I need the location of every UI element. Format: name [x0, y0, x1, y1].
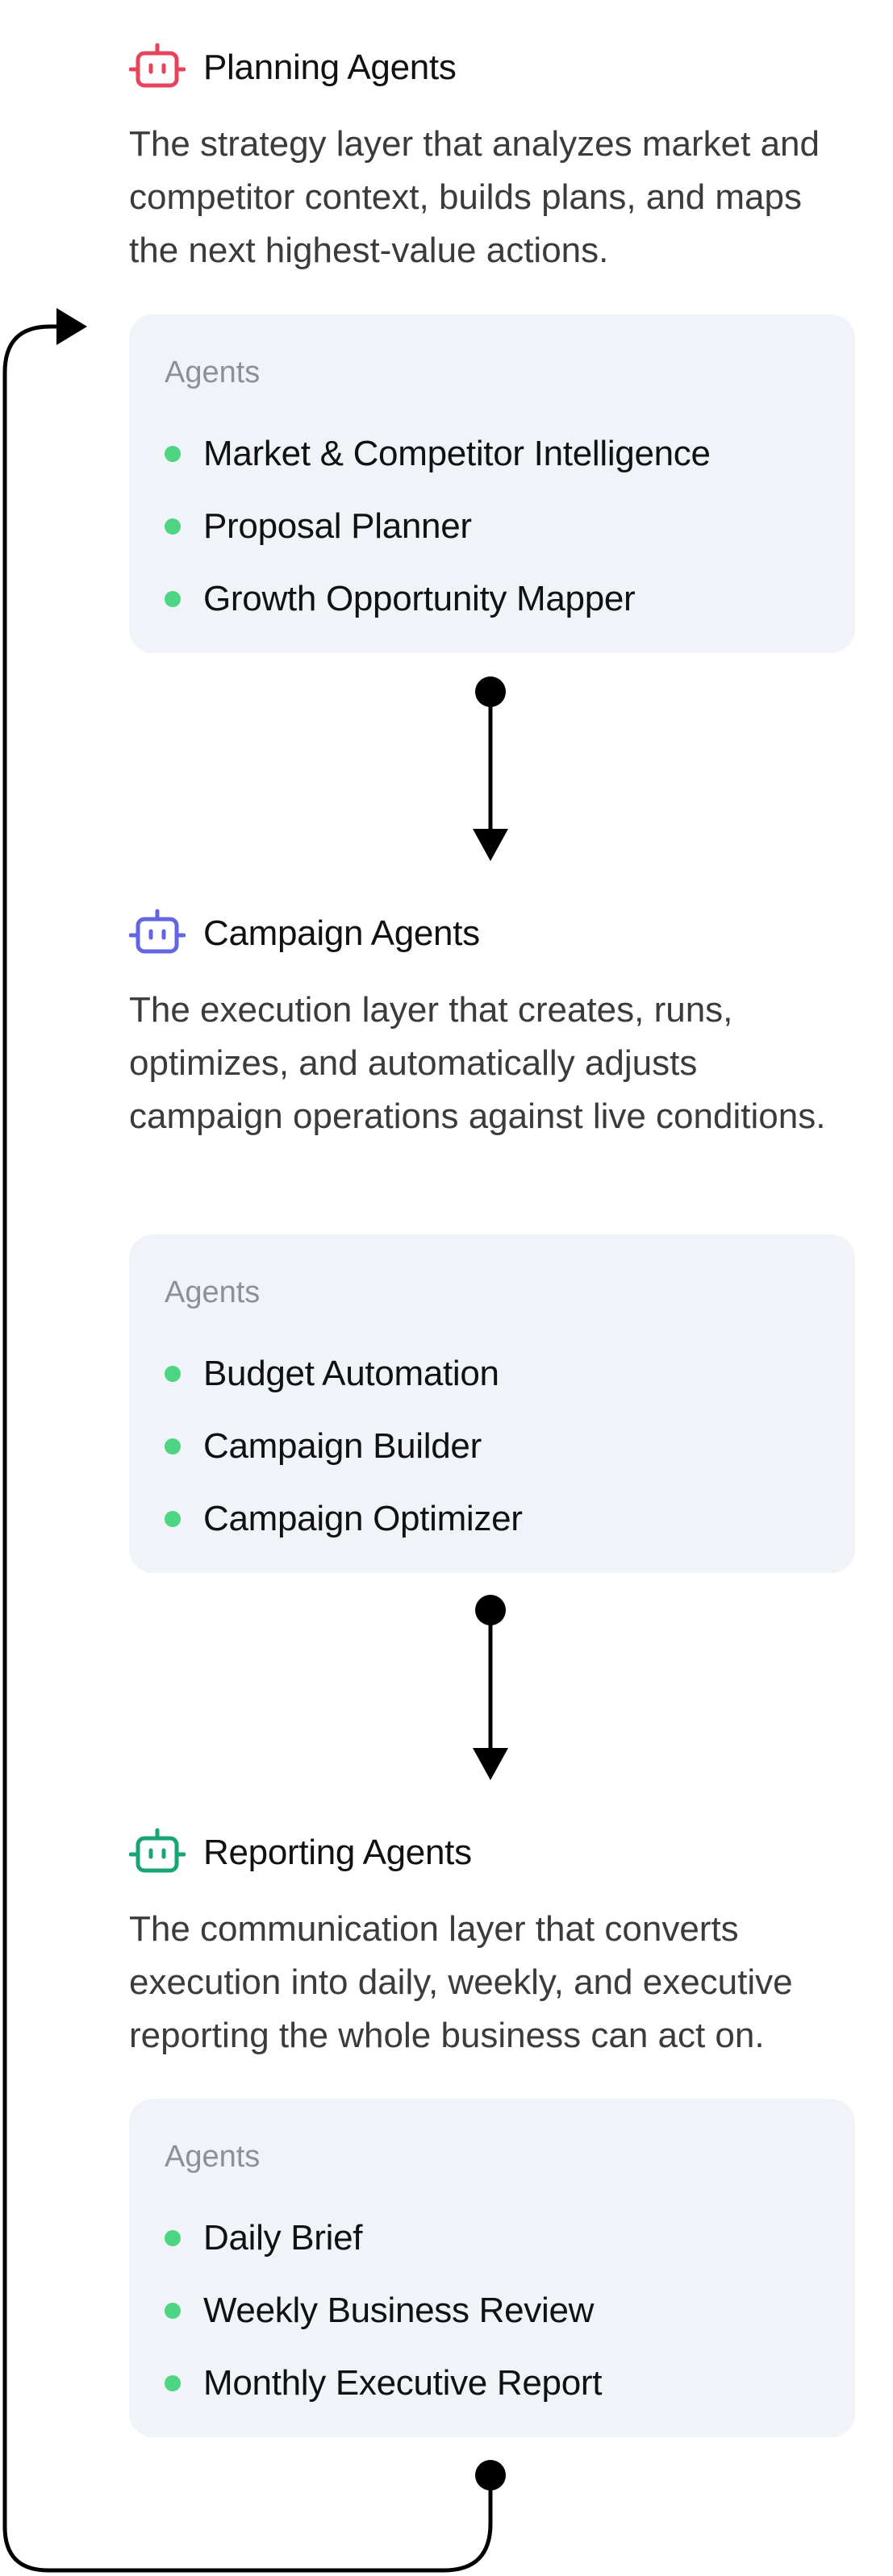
agent-list: Market & Competitor Intelligence Proposa…: [165, 418, 820, 635]
bullet-dot: [165, 1366, 181, 1382]
bullet-dot: [165, 591, 181, 607]
planning-agents-section: Planning Agents The strategy layer that …: [128, 37, 855, 653]
agent-name: Campaign Builder: [203, 1426, 482, 1466]
campaign-agents-section: Campaign Agents The execution layer that…: [128, 903, 855, 1573]
section-description: The execution layer that creates, runs, …: [129, 990, 826, 1136]
list-item: Growth Opportunity Mapper: [165, 563, 820, 635]
bullet-dot: [165, 2303, 181, 2319]
section-title: Planning Agents: [203, 48, 457, 87]
agents-card-label: Agents: [165, 1276, 261, 1309]
agents-card: Agents Daily Brief Weekly Business Revie…: [129, 2099, 855, 2437]
agent-name: Daily Brief: [203, 2218, 363, 2258]
agents-card-label: Agents: [165, 356, 261, 389]
agent-name: Campaign Optimizer: [203, 1499, 523, 1538]
agent-name: Proposal Planner: [203, 506, 472, 546]
agents-card: Agents Budget Automation Campaign Builde…: [129, 1234, 855, 1573]
bullet-dot: [165, 1511, 181, 1527]
list-item: Campaign Optimizer: [165, 1483, 820, 1555]
connector-campaign-to-reporting: [473, 1595, 508, 1780]
section-description: The strategy layer that analyzes market …: [129, 124, 820, 270]
list-item: Weekly Business Review: [165, 2274, 820, 2347]
connector-loop-back: [2, 308, 506, 2573]
section-header: Campaign Agents: [128, 903, 855, 964]
list-item: Campaign Builder: [165, 1410, 820, 1483]
agent-name: Market & Competitor Intelligence: [203, 434, 711, 473]
bullet-dot: [165, 518, 181, 535]
agent-name: Weekly Business Review: [203, 2291, 595, 2330]
robot-icon: [128, 1827, 203, 1879]
list-item: Budget Automation: [165, 1338, 820, 1410]
agents-card: Agents Market & Competitor Intelligence …: [129, 314, 855, 653]
agent-name: Monthly Executive Report: [203, 2363, 603, 2403]
agent-list: Daily Brief Weekly Business Review Month…: [165, 2202, 820, 2420]
agent-name: Budget Automation: [203, 1354, 499, 1393]
section-title: Campaign Agents: [203, 913, 480, 953]
agent-list: Budget Automation Campaign Builder Campa…: [165, 1338, 820, 1555]
list-item: Proposal Planner: [165, 490, 820, 563]
reporting-agents-section: Reporting Agents The communication layer…: [128, 1822, 855, 2437]
list-item: Daily Brief: [165, 2202, 820, 2274]
section-header: Planning Agents: [128, 37, 855, 98]
agent-name: Growth Opportunity Mapper: [203, 579, 636, 618]
bullet-dot: [165, 2230, 181, 2246]
section-title: Reporting Agents: [203, 1833, 472, 1872]
section-description: The communication layer that converts ex…: [129, 1909, 793, 2055]
bullet-dot: [165, 446, 181, 462]
section-header: Reporting Agents: [128, 1822, 855, 1883]
bullet-dot: [165, 2375, 181, 2391]
robot-icon: [128, 42, 203, 94]
list-item: Monthly Executive Report: [165, 2347, 820, 2420]
agents-card-label: Agents: [165, 2140, 261, 2174]
connector-planning-to-campaign: [473, 676, 508, 861]
bullet-dot: [165, 1438, 181, 1454]
list-item: Market & Competitor Intelligence: [165, 418, 820, 490]
robot-icon: [128, 908, 203, 960]
